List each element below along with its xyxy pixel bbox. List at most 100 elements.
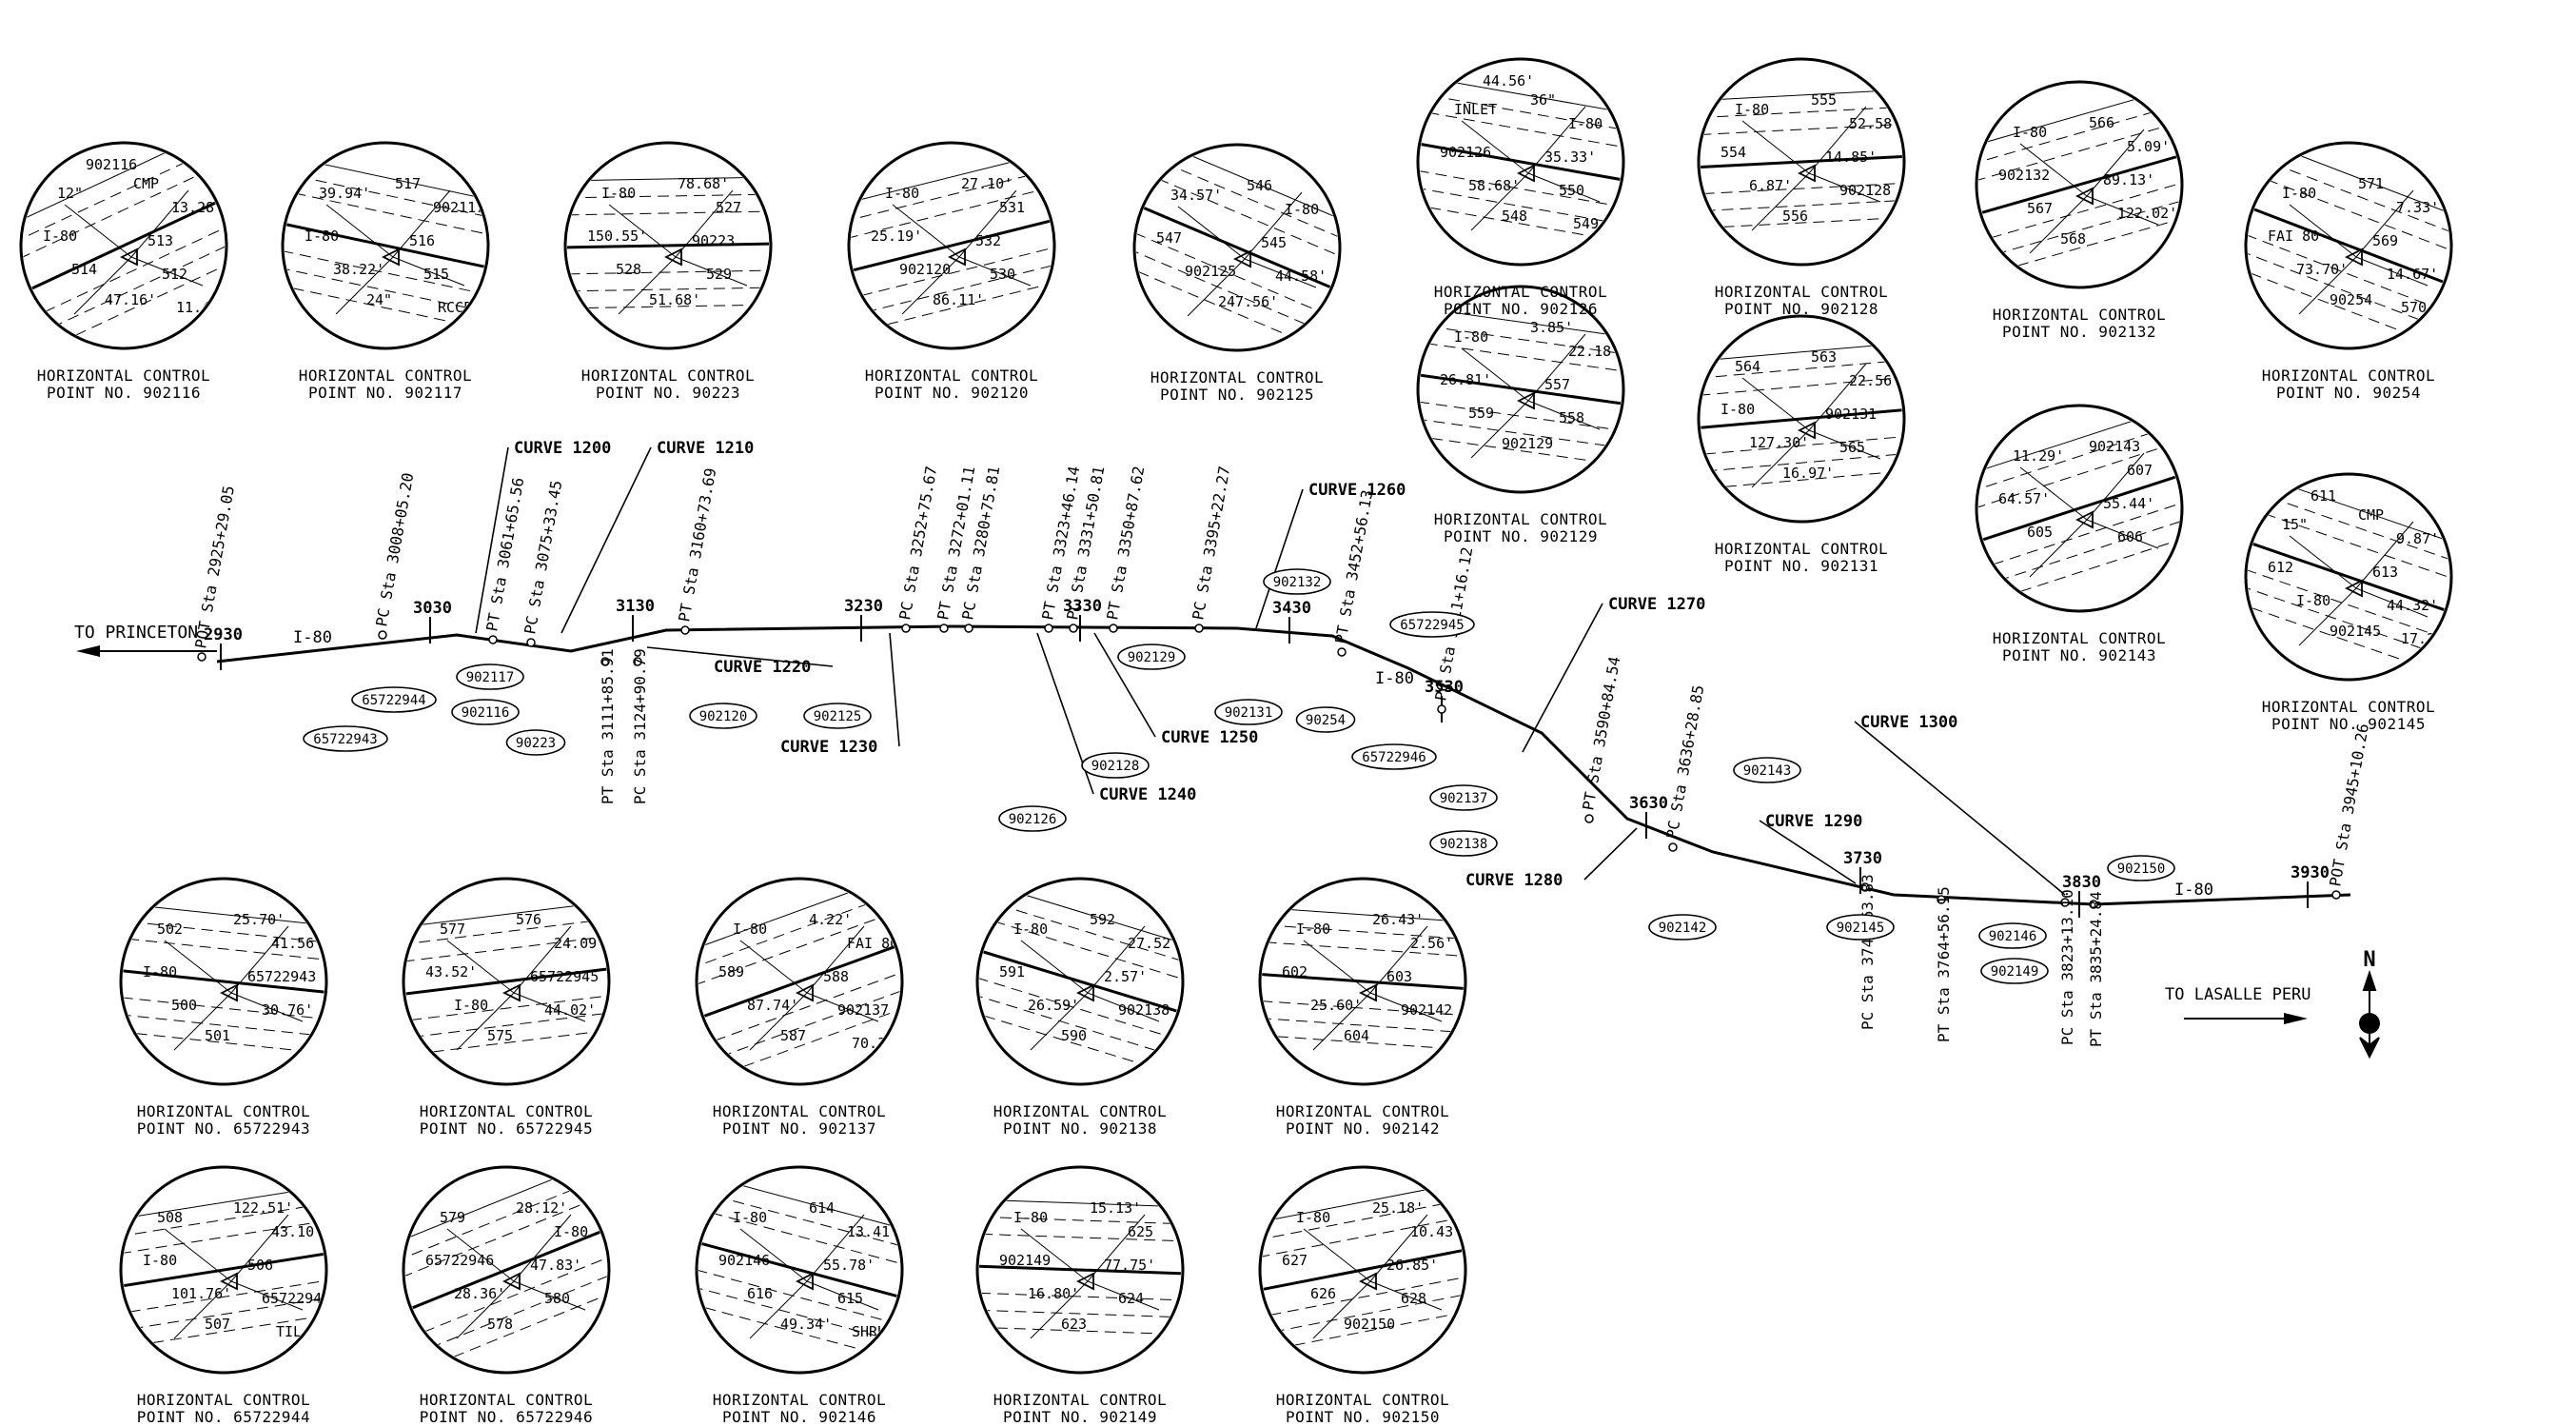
tie-line [1461,347,1529,402]
detail-label: 902137 [837,1001,889,1019]
road-line [1978,130,2180,239]
road-line [1420,330,1622,385]
detail-label: 122.51' [233,1199,293,1217]
detail-label: I-80 [43,228,77,245]
station-point [939,624,949,633]
road-line [123,1299,324,1360]
road-line [567,268,769,276]
tie-line [335,256,394,315]
curve-label: CURVE 1290 [1765,812,1862,831]
control-point-icon [2344,579,2363,598]
detail-label: I-80 [2282,185,2316,202]
point-tag [505,729,566,756]
tie-line [1741,377,1810,431]
detail-label: 89.13' [2103,171,2154,188]
road-line [1978,100,2180,207]
point-tag [998,805,1067,832]
tie-line [1312,992,1371,1051]
tie-line [1303,1228,1371,1282]
station-point [680,625,690,635]
detail-label: 606 [2117,528,2143,545]
tie-line [1030,1280,1089,1339]
tie-line [958,189,1017,258]
tie-line [2289,204,2357,258]
station-label: PC Sta 3636+28.85 [1662,683,1707,841]
road-line [1262,1169,1464,1241]
detail-label: 612 [2268,559,2293,576]
detail-label: I-80 [885,185,919,202]
detail-label: 513 [147,232,173,249]
detail-label: 44.58' [1275,267,1327,285]
detail-label: 578 [487,1316,513,1333]
road-line [1978,157,2180,264]
point-tag-label: 902132 [1273,575,1322,590]
tie-line [2298,587,2357,646]
detail-label: 902149 [999,1252,1051,1269]
station-label: POT Sta 3945+10.26 [2326,723,2372,888]
caption-line-2: POINT NO. 902138 [1002,1119,1158,1138]
road-line [1262,1184,1464,1258]
point-tag [1978,922,2047,949]
detail-label: CMP [133,175,159,192]
detail-label: 547 [1156,229,1182,247]
detail-label: 26.81' [1440,371,1491,388]
road-line [405,1254,607,1371]
curve-label: CURVE 1220 [714,658,811,677]
detail-label: 545 [1261,234,1287,251]
control-point-icon [2075,187,2094,206]
north-arrow-label: N [2363,948,2375,972]
tie-line [1030,992,1089,1051]
detail-label: I-80 [143,1252,177,1269]
road-line [405,1000,607,1049]
caption-line-1: HORIZONTAL CONTROL [419,1391,594,1409]
point-tag [1429,830,1498,857]
detail-label: I-80 [1013,1209,1048,1226]
curve-leader [646,646,834,667]
road-line [1701,445,1902,480]
road-line [1701,462,1902,497]
point-tag-label: 90254 [1306,713,1346,728]
detail-label: 15" [2282,516,2308,533]
road-line [567,175,769,184]
road-line [1701,194,1902,216]
curve-leader [1093,632,1156,738]
detail-label: 563 [1811,348,1837,366]
detail-label: 44.32' [2387,597,2438,614]
tie-line [1087,925,1146,994]
road-line [567,241,769,250]
tie-line [1020,1228,1089,1282]
detail-label: 613 [2372,564,2398,581]
caption-line-1: HORIZONTAL CONTROL [580,366,756,385]
detail-label: 614 [809,1199,835,1217]
detail-label: 28.12' [516,1199,567,1217]
road-line [123,1238,324,1301]
detail-label: 527 [716,199,741,216]
detail-label: I-80 [733,1209,767,1226]
caption-line-2: POINT NO. 902126 [1443,300,1599,318]
tie-line [2355,256,2429,287]
detail-label: 556 [1782,208,1808,225]
point-tag [456,663,524,690]
caption-line-1: HORIZONTAL CONTROL [712,1102,887,1120]
station-number: 2930 [204,625,243,644]
control-point-icon [1797,421,1816,440]
road-line [1978,173,2180,280]
caption-line-2: POINT NO. 902142 [1285,1119,1441,1138]
detail-label: 49.34' [780,1316,832,1333]
detail-label: 9.87' [2396,530,2439,547]
point-tag [1389,611,1475,638]
tie-line [2086,452,2145,521]
detail-label: 16.80' [1028,1285,1079,1302]
detail-label: 47.83' [530,1257,581,1274]
control-point-icon [1797,164,1816,183]
detail-label: 514 [71,261,97,278]
caption-line-2: POINT NO. 902120 [874,384,1030,402]
road-line [1420,171,1622,239]
